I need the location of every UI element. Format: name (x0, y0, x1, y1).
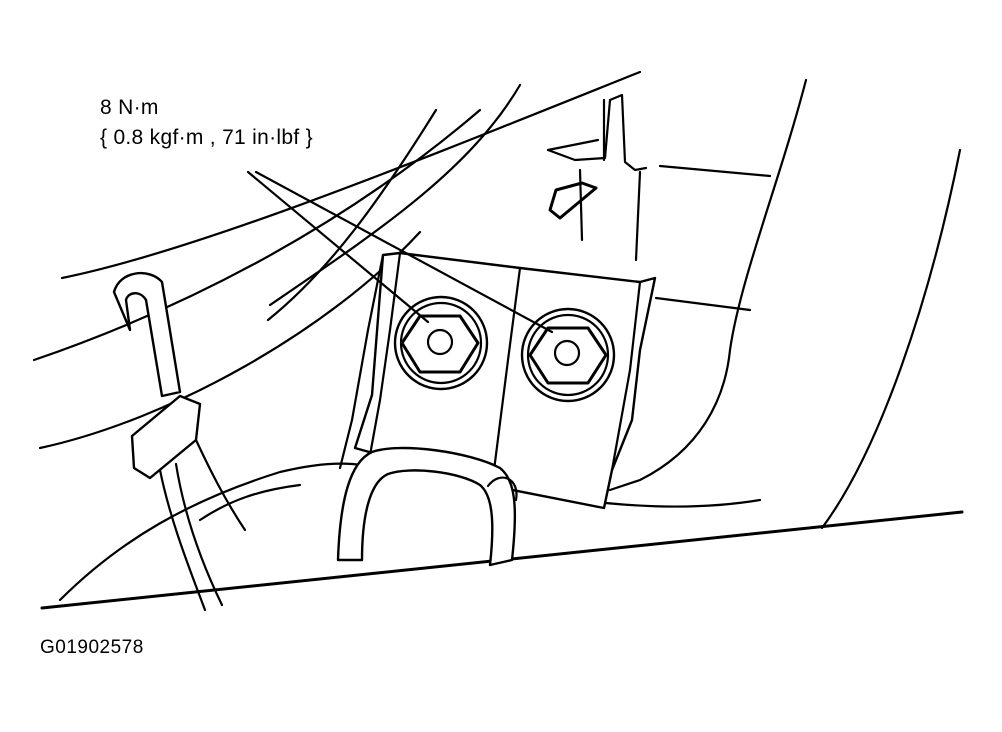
hex-nut-right (520, 307, 616, 403)
band-clamp (336, 446, 518, 567)
pipe-body (58, 462, 762, 602)
torque-leader-lines (246, 170, 554, 334)
figure-id: G01902578 (40, 637, 144, 658)
body-panel (32, 70, 962, 530)
cable-tie (112, 271, 247, 612)
torque-value: 8 N·m (100, 96, 159, 119)
torque-spec-label: 8 N·m { 0.8 kgf·m , 71 in·lbf } (100, 93, 313, 153)
upper-clip (546, 93, 648, 262)
hex-nut-left (393, 295, 489, 391)
torque-alternates: { 0.8 kgf·m , 71 in·lbf } (100, 126, 313, 149)
